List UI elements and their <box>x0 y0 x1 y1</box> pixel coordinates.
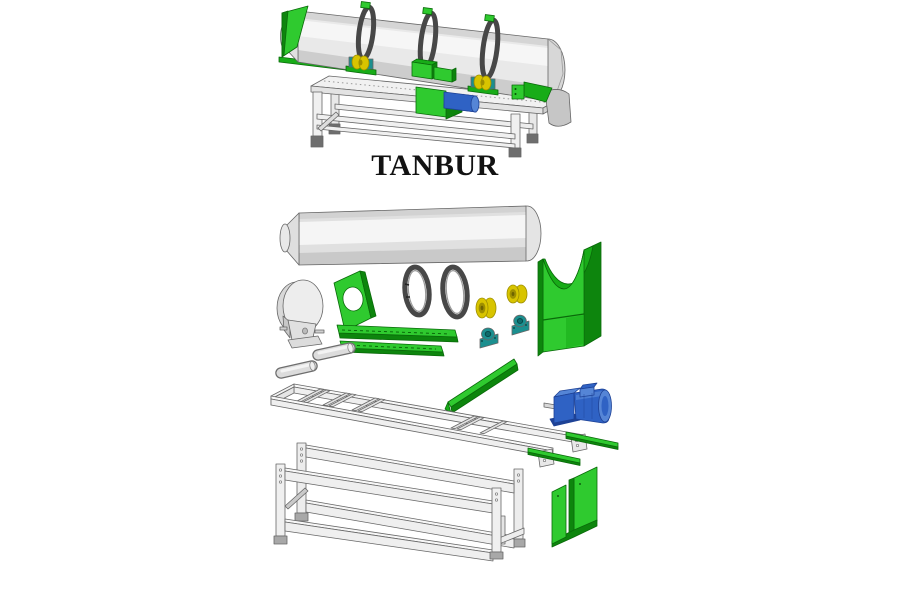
mounting-strip-1 <box>565 431 619 450</box>
figure-caption: TANBUR <box>371 149 499 182</box>
shaft-rod-1 <box>312 342 356 361</box>
end-disc <box>276 279 325 349</box>
pillow-block-bearing-1 <box>479 327 499 349</box>
pillow-block-bearing-2 <box>511 314 530 336</box>
discharge-chute <box>511 81 572 127</box>
shaft-rod-2 <box>275 360 318 379</box>
x-drum-shell <box>279 205 542 266</box>
feed-hopper <box>281 5 309 58</box>
top-frame <box>270 383 588 468</box>
gear-motor <box>543 382 612 427</box>
drive-motor <box>415 86 480 120</box>
exploded-view <box>270 205 619 562</box>
drive-mounts <box>411 58 457 83</box>
riding-ring-2 <box>440 264 470 320</box>
angle-bar <box>444 358 519 414</box>
saddle-support <box>537 241 602 357</box>
support-roller-2 <box>506 284 528 304</box>
riding-ring-1 <box>402 264 432 318</box>
support-roller-1 <box>475 297 497 319</box>
assembled-machine <box>278 1 572 158</box>
mounting-strip-2 <box>527 447 581 466</box>
base-frame <box>273 442 526 562</box>
inlet-bracket <box>333 270 459 357</box>
roller-assembly-left <box>345 54 377 76</box>
motor-bracket <box>551 466 598 548</box>
roller-assembly-right <box>467 74 499 96</box>
